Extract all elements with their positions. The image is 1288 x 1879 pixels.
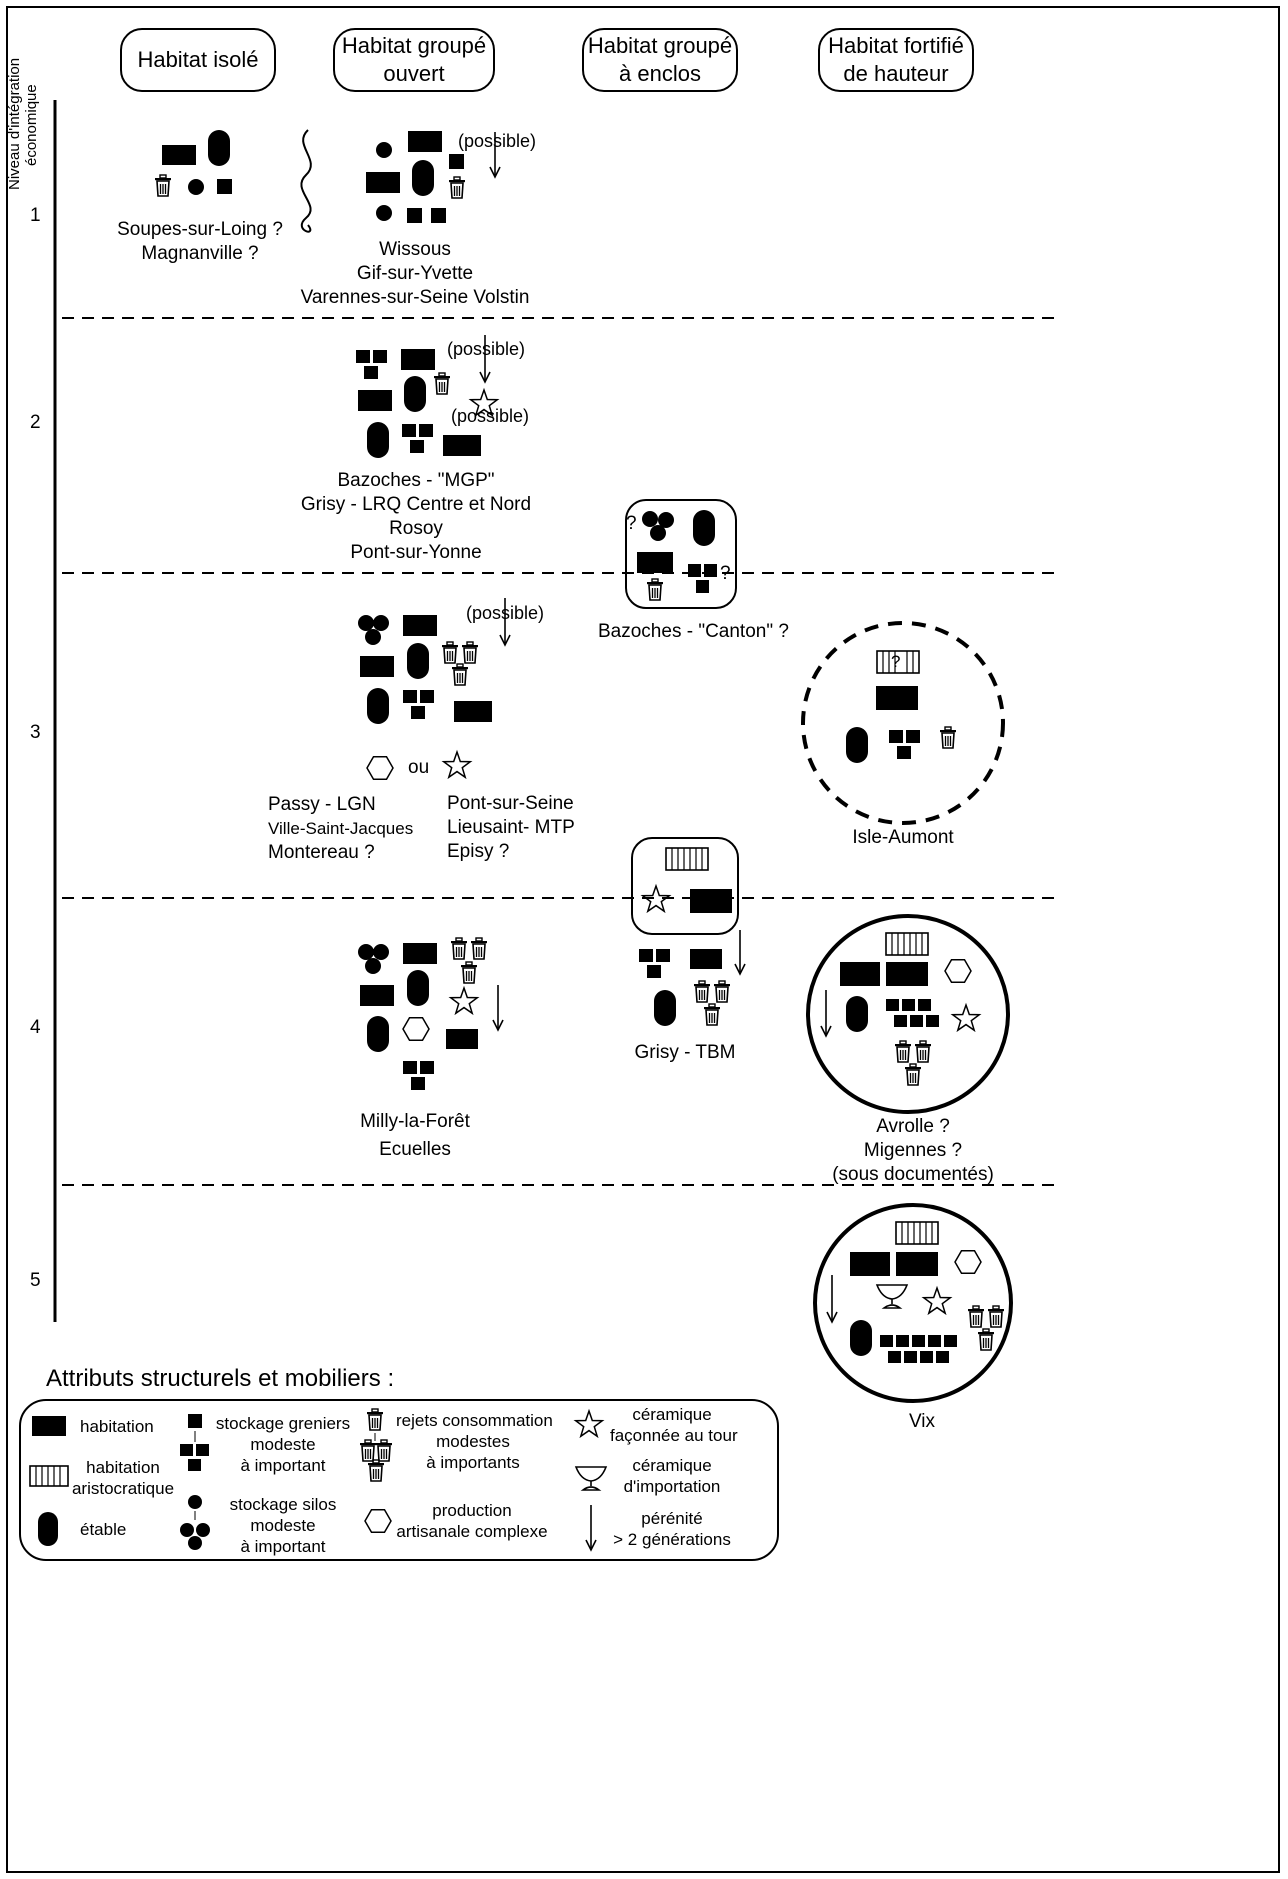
legend-etable: étable <box>80 1520 127 1539</box>
site-list-l2-enclos: Bazoches - "Canton" ? <box>598 621 789 642</box>
note-possible-l2a: (possible) <box>447 339 526 359</box>
question-mark-l3-fortifie: ? <box>891 652 901 671</box>
l2-enclos-symbols <box>625 499 737 609</box>
site-list-l1-isole: Soupes-sur-Loing ?Magnanville ? <box>117 219 283 264</box>
l2-ouvert-symbols <box>356 335 499 458</box>
level-3: 3 <box>30 722 41 743</box>
level-4: 4 <box>30 1017 41 1038</box>
legend-box <box>19 1399 779 1561</box>
note-possible-l1: (possible) <box>458 131 537 151</box>
level-separators <box>62 317 1062 1186</box>
l3-fortifie-symbols <box>801 621 1005 825</box>
site-list-l3-fortifie: Isle-Aumont <box>852 827 954 848</box>
l1-ouvert-symbols <box>366 131 501 223</box>
level-5: 5 <box>30 1270 41 1291</box>
question-mark-l2-enclos-b: ? <box>720 563 731 584</box>
l4-ouvert-symbols <box>358 937 504 1090</box>
site-list-l5-fortifie: Vix <box>908 1411 936 1432</box>
column-header-habitat-isole: Habitat isolé <box>120 28 276 92</box>
l1-isole-symbols <box>154 130 232 197</box>
level-1: 1 <box>30 205 41 226</box>
site-list-l4-enclos: Grisy - TBM <box>634 1042 736 1063</box>
note-ou: ou <box>408 757 430 778</box>
site-list-l4-fortifie: Avrolle ?Migennes ?(sous documentés) <box>832 1116 994 1185</box>
legend-habitation: habitation <box>80 1417 154 1436</box>
note-possible-l3: (possible) <box>466 603 545 623</box>
legend-perennite: pérénité> 2 générations <box>613 1509 731 1549</box>
l3-ouvert-symbols <box>358 598 511 781</box>
site-list-l2-ouvert: Bazoches - "MGP"Grisy - LRQ Centre et No… <box>300 470 532 563</box>
figure-frame <box>6 6 1280 1873</box>
note-possible-l2b: (possible) <box>451 406 530 426</box>
wavy-separator <box>300 129 312 233</box>
question-mark-l2-enclos-a: ? <box>626 513 637 534</box>
legend-symbols <box>29 1408 607 1552</box>
l5-fortifie-symbols <box>813 1203 1013 1403</box>
site-list-l3-ouvert-left: Passy - LGN Ville-Saint-Jacques Monterea… <box>268 794 414 863</box>
level-2: 2 <box>30 412 41 433</box>
l4-fortifie-symbols <box>806 914 1010 1114</box>
legend-title: Attributs structurels et mobiliers : <box>46 1365 395 1392</box>
l4-enclos-symbols <box>631 837 746 1026</box>
